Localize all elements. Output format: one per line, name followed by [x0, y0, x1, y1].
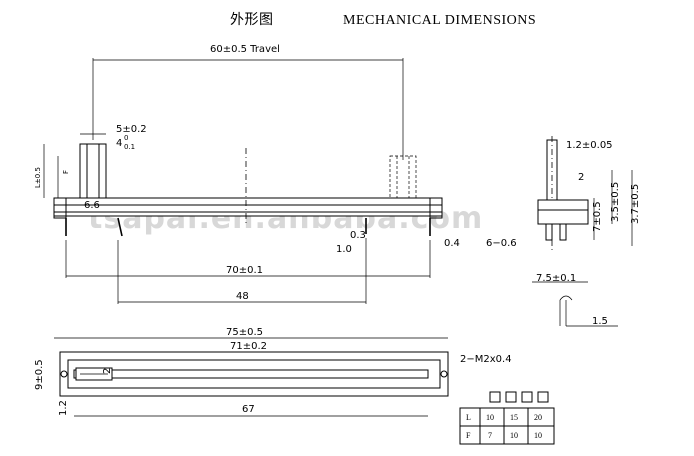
table-cell: 10	[510, 431, 518, 440]
table-cell: 10	[534, 431, 542, 440]
fader-body	[53, 197, 443, 217]
options-table: L 10 15 20 F 7 10 10	[459, 391, 555, 445]
dim-pin-depth: 1.5	[592, 316, 608, 327]
dim-shaft-step: 2	[578, 172, 584, 183]
top-view: 75±0.5 71±0.2 9±0.5 2 2−M2x0.4 1.2 67	[34, 327, 512, 417]
dim-knob-tol-lower: 0.1	[124, 143, 135, 151]
dim-height-b: 3.5±0.5	[610, 182, 621, 222]
title-chinese: 外形图	[230, 12, 274, 28]
mount-hole-left	[60, 370, 68, 378]
dim-knob-f: F	[62, 170, 70, 174]
top-body	[59, 351, 449, 397]
dim-height: 9±0.5	[34, 359, 45, 390]
dim-inner-length: 71±0.2	[230, 341, 267, 352]
dim-edge: 1.2	[58, 400, 69, 416]
table-cell: 20	[534, 413, 542, 422]
side-view: 1.2±0.05 2 7±0.5 3.5±0.5 3.7±0.5 6−0.6 7…	[486, 136, 641, 327]
dim-pin-width: 1.0	[336, 244, 352, 255]
dim-pin-span: 70±0.1	[226, 265, 263, 276]
table-cell: 10	[486, 413, 494, 422]
dim-travel: 60±0.5 Travel	[210, 44, 280, 55]
dim-lead-offset: 6.6	[84, 200, 100, 211]
dim-width: 7.5±0.1	[536, 273, 576, 284]
dim-pin-gap: 0.3	[350, 230, 366, 241]
dim-knob-thickness: 4	[116, 138, 122, 149]
dim-length: 75±0.5	[226, 327, 263, 338]
title-english: MECHANICAL DIMENSIONS	[343, 13, 536, 28]
dim-height-a: 7±0.5	[592, 201, 603, 232]
dim-height-c: 3.7±0.5	[630, 184, 641, 224]
dim-knob-tol-upper: 0	[124, 134, 128, 142]
dim-shaft-width: 1.2±0.05	[566, 140, 613, 151]
dim-mount-holes: 2−M2x0.4	[460, 354, 512, 365]
table-row-f-label: F	[466, 431, 471, 440]
dim-knob-width: 5±0.2	[116, 124, 147, 135]
table-row-l-label: L	[466, 413, 471, 422]
dim-pin-thickness: 0.4	[444, 238, 460, 249]
table-cell: 15	[510, 413, 518, 422]
dim-center-span: 48	[236, 291, 249, 302]
dim-slot-width: 2	[102, 368, 113, 374]
table-cell: 7	[488, 431, 492, 440]
dim-slot-length: 67	[242, 404, 255, 415]
mount-hole-right	[440, 370, 448, 378]
front-view: 60±0.5 Travel 5±0.2 4 0 0.1 L±0.5 F 6.6 …	[34, 44, 460, 304]
dim-pins: 6−0.6	[486, 238, 517, 249]
dim-knob-height: L±0.5	[34, 167, 42, 188]
slider-knob	[79, 143, 107, 199]
side-body	[537, 199, 589, 225]
